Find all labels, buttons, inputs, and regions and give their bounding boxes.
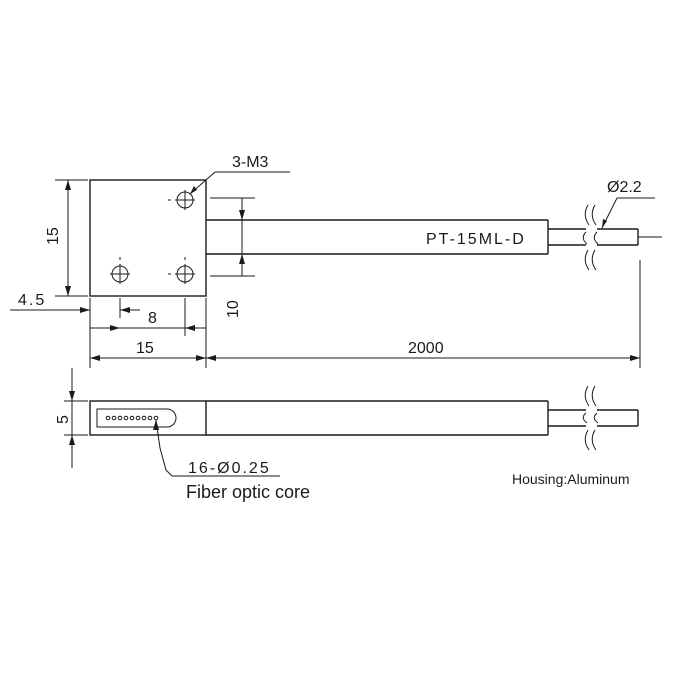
dimension-hole-spacing-8 <box>90 298 206 336</box>
side-cable-break-marks <box>582 385 599 451</box>
housing-material-label: Housing:Aluminum <box>512 471 630 487</box>
fiber-count-label: 16-Ø0.25 <box>188 460 271 477</box>
cable <box>548 228 662 246</box>
fiber-core-label: Fiber optic core <box>186 482 310 502</box>
hole-callout-leader <box>189 171 290 195</box>
cable-diameter-leader <box>601 197 655 229</box>
hole-callout-label: 3-M3 <box>232 154 269 171</box>
mounting-hole-bottom-right <box>175 264 195 284</box>
cable-break-marks <box>582 204 599 271</box>
dimension-cable-zone-10 <box>210 197 255 277</box>
fiber-slot <box>96 408 177 428</box>
dimension-thickness-5 <box>64 368 88 468</box>
housing-block <box>89 179 207 297</box>
dimension-height-label: 15 <box>45 227 62 245</box>
dimension-offset-label: 4.5 <box>18 292 46 309</box>
dimension-width-15 <box>89 298 207 368</box>
model-label: PT-15ML-D <box>426 231 526 248</box>
side-housing <box>89 400 207 436</box>
center-marks <box>119 199 186 275</box>
cable-diameter-label: Ø2.2 <box>607 179 642 196</box>
fiber-callout-leader <box>153 419 280 477</box>
side-view <box>89 385 639 451</box>
dimension-hole-spacing-label: 8 <box>148 310 157 327</box>
side-sleeve <box>206 400 549 436</box>
side-cable <box>548 409 639 427</box>
dimension-height-15 <box>55 179 88 297</box>
top-view: 3-M3 PT-15ML-D <box>89 154 662 297</box>
cable-sleeve <box>206 219 549 255</box>
dimension-thickness-label: 5 <box>55 415 72 424</box>
mounting-hole-top-right <box>175 190 195 210</box>
dimension-cable-length-label: 2000 <box>408 340 444 357</box>
fiber-cores <box>105 415 159 421</box>
dimension-cable-zone-label: 10 <box>225 300 242 318</box>
mounting-hole-bottom-left <box>110 264 130 284</box>
dimension-cable-length-2000 <box>206 260 641 368</box>
dimension-width-label: 15 <box>136 340 154 357</box>
